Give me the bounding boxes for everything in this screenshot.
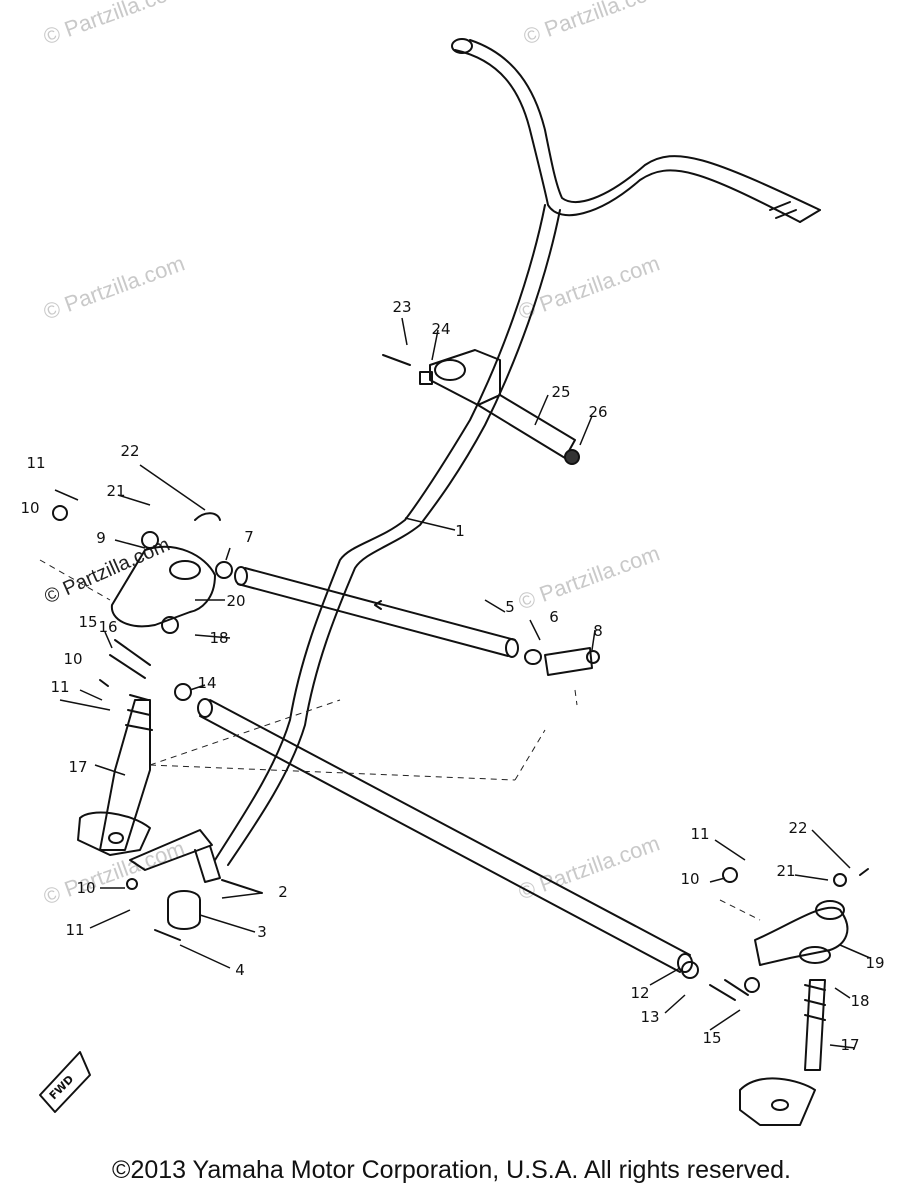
callout: 26 <box>588 403 607 421</box>
callout: 10 <box>20 499 39 517</box>
callout: 1 <box>455 522 465 540</box>
callout: 18 <box>209 629 228 647</box>
callout: 13 <box>640 1008 659 1026</box>
right-knuckle-assembly <box>681 867 869 1126</box>
callout: 10 <box>680 870 699 888</box>
copyright-footer: ©2013 Yamaha Motor Corporation, U.S.A. A… <box>112 1156 791 1184</box>
callout: 12 <box>630 984 649 1002</box>
callout: 2 <box>278 883 288 901</box>
callout: 21 <box>776 862 795 880</box>
tie-rod-upper <box>234 566 519 658</box>
fwd-badge-label: FWD <box>47 1073 77 1103</box>
callout: 5 <box>505 598 515 616</box>
callout: 22 <box>120 442 139 460</box>
callout: 18 <box>850 992 869 1010</box>
callout: 9 <box>96 529 106 547</box>
callout: 17 <box>68 758 87 776</box>
callout: 14 <box>197 674 216 692</box>
handlebar-clamp <box>382 349 580 465</box>
callout: 19 <box>865 954 884 972</box>
callout: 20 <box>226 592 245 610</box>
callout: 8 <box>593 622 603 640</box>
fwd-badge-shape <box>39 1051 91 1113</box>
callout: 10 <box>76 879 95 897</box>
callout: 4 <box>235 961 245 979</box>
exploded-view-drawing: 1 2 3 4 5 6 7 8 9 10 10 10 10 11 11 11 1… <box>20 38 885 1126</box>
callout: 17 <box>840 1036 859 1054</box>
callout: 3 <box>257 923 267 941</box>
tie-rod-lower <box>197 698 693 973</box>
tie-rod-end-right <box>524 647 600 676</box>
callout: 25 <box>551 383 570 401</box>
callout: 11 <box>690 825 709 843</box>
handlebar <box>214 38 821 866</box>
column-bottom-parts <box>126 845 263 941</box>
callout: 21 <box>106 482 125 500</box>
callout: 7 <box>244 528 254 546</box>
callout: 22 <box>788 819 807 837</box>
callout: 10 <box>63 650 82 668</box>
callout: 6 <box>549 608 559 626</box>
left-knuckle-assembly <box>52 505 233 871</box>
callout: 16 <box>98 618 117 636</box>
callout: 11 <box>50 678 69 696</box>
callout: 24 <box>431 320 450 338</box>
callout: 11 <box>26 454 45 472</box>
callout: 11 <box>65 921 84 939</box>
callout: 15 <box>702 1029 721 1047</box>
callout: 23 <box>392 298 411 316</box>
callout: 15 <box>78 613 97 631</box>
